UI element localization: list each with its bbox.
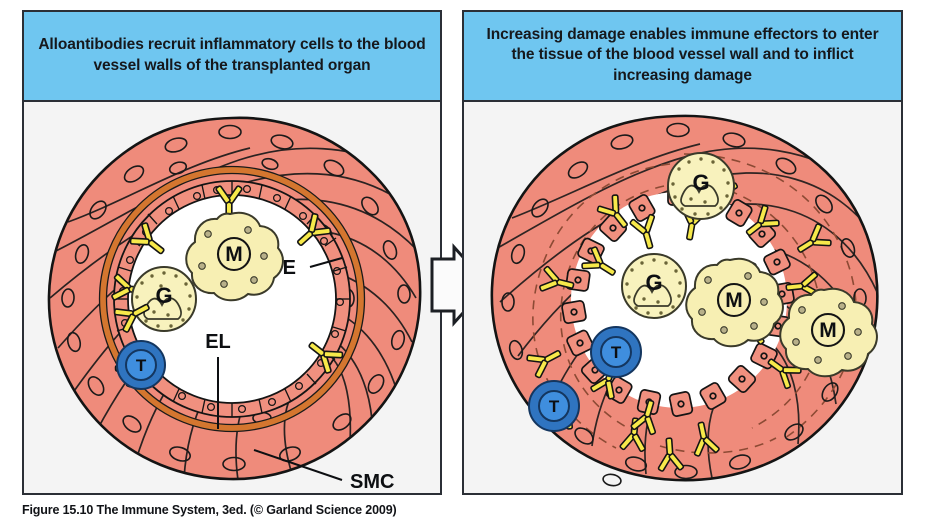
macrophage-granules xyxy=(792,302,862,364)
antibody-icon xyxy=(693,421,720,457)
panel-left-title: Alloantibodies recruit inflammatory cell… xyxy=(24,12,440,102)
granulocyte-label: G xyxy=(155,283,172,308)
antibody-icon xyxy=(797,223,832,253)
macrophage-cell-m-lumen: M xyxy=(685,257,784,348)
antibody-icon xyxy=(657,437,685,472)
antibody-icon xyxy=(629,213,656,250)
t-cell-label: T xyxy=(611,343,622,362)
label-e: E xyxy=(283,257,296,279)
antibody-icon xyxy=(630,399,657,436)
vessel-cross-section-damaged: G G xyxy=(490,114,879,487)
macrophage-nucleus xyxy=(216,236,252,272)
macrophage-granules xyxy=(698,272,768,334)
antibody-icon xyxy=(113,303,150,333)
panel-right-title: Increasing damage enables immune effecto… xyxy=(464,12,901,102)
label-smc-group: SMC xyxy=(253,449,394,493)
t-cell: T xyxy=(116,340,166,390)
granulocyte-nucleus xyxy=(633,284,672,307)
antibody-icon xyxy=(308,341,344,374)
panel-left-body: M G xyxy=(24,102,440,493)
label-smc-leader-line xyxy=(253,449,343,481)
figure-caption-main: Figure 15.10 The Immune System, 3ed. xyxy=(22,503,247,517)
granulocyte-cell-g-lumen: G xyxy=(621,253,687,319)
granulocyte-cell-g-wall: G xyxy=(667,152,735,220)
figure-caption-credit: (© Garland Science 2009) xyxy=(249,503,397,517)
macrophage-label: M xyxy=(225,243,243,266)
antibody-icon xyxy=(596,194,628,229)
macrophage-nucleus xyxy=(716,282,752,318)
t-cell-nucleus xyxy=(600,336,632,368)
antibody-icon xyxy=(745,204,780,236)
macrophage-granules xyxy=(198,226,268,288)
antibody-group-left-2 xyxy=(113,303,150,333)
t-cell-label: T xyxy=(136,356,147,375)
macrophage-nucleus xyxy=(810,312,846,348)
antibody-icon xyxy=(129,222,165,255)
figure-caption: Figure 15.10 The Immune System, 3ed. (© … xyxy=(22,503,397,517)
t-cell-wall: T xyxy=(528,380,580,432)
label-el: EL xyxy=(205,331,231,353)
antibody-icon xyxy=(526,349,562,379)
t-cell-label: T xyxy=(549,397,560,416)
label-e-leader-line xyxy=(309,257,343,268)
granulocyte-label: G xyxy=(692,170,709,195)
t-cell-nucleus xyxy=(538,390,570,422)
elastic-lamina-intact xyxy=(98,165,366,433)
panel-left: Alloantibodies recruit inflammatory cell… xyxy=(22,10,442,495)
macrophage-label: M xyxy=(725,289,743,312)
macrophage-cell-m: M xyxy=(185,211,284,302)
antibody-icon xyxy=(581,246,616,276)
panel-right: Increasing damage enables immune effecto… xyxy=(462,10,903,495)
granulocyte-granules xyxy=(135,271,192,328)
antibody-icon xyxy=(767,358,802,390)
macrophage-cell-m-wall: M xyxy=(779,287,878,378)
granulocyte-label: G xyxy=(645,270,662,295)
vessel-cross-section-intact: M G xyxy=(47,116,422,493)
granulocyte-granules xyxy=(671,157,730,216)
panel-right-body: G G xyxy=(464,102,901,493)
granulocyte-cell-g: G xyxy=(131,266,197,332)
t-cell-nucleus xyxy=(125,349,157,381)
macrophage-label: M xyxy=(819,319,837,342)
label-el-group: EL xyxy=(205,331,231,429)
antibody-icon xyxy=(539,265,575,292)
granulocyte-nucleus xyxy=(143,297,182,320)
label-smc: SMC xyxy=(350,471,394,493)
label-e-group: E xyxy=(283,257,343,279)
antibody-icon xyxy=(619,417,646,453)
t-cell-lumen: T xyxy=(590,326,642,378)
granulocyte-nucleus xyxy=(680,184,719,207)
antibody-icon xyxy=(296,212,332,247)
granulocyte-granules xyxy=(625,258,682,315)
